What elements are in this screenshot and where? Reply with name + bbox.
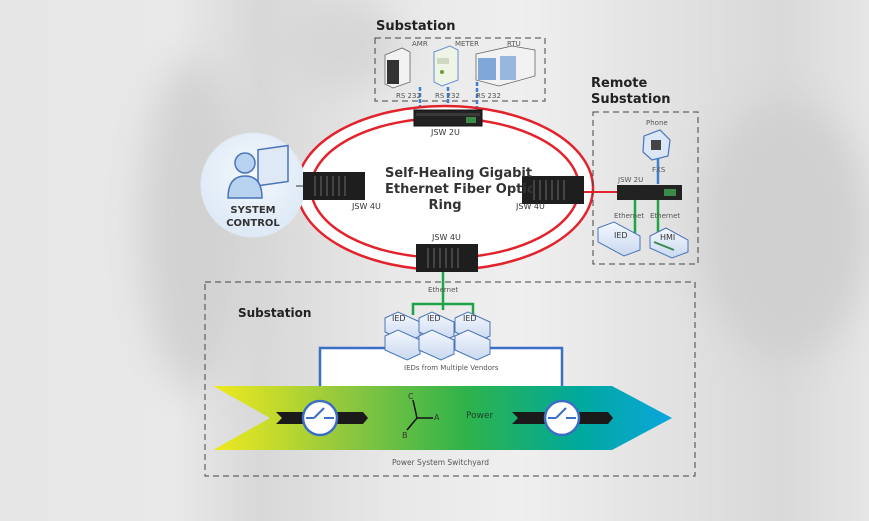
rs232-label: RS 232 [396, 92, 421, 100]
meter-icon [433, 45, 459, 87]
power-label: Power [466, 411, 494, 421]
amr-label: AMR [412, 40, 428, 48]
hmi-icon [649, 227, 689, 259]
ied-stack [384, 311, 491, 361]
switch-bottom-label: JSW 4U [432, 233, 461, 242]
phase-c-label: C [408, 392, 414, 401]
hmi-label: HMI [660, 233, 676, 242]
remote-substation-title: Remote Substation [591, 76, 671, 107]
fxs-label: FXS [652, 166, 666, 174]
rtu-icon [475, 45, 536, 87]
bottom-substation-title: Substation [238, 306, 312, 320]
switchyard-caption: Power System Switchyard [392, 458, 489, 467]
ied-label: IED [392, 314, 406, 323]
phase-a-label: A [434, 413, 440, 422]
switch-left [303, 172, 365, 200]
ieds-caption: IEDs from Multiple Vendors [404, 364, 499, 372]
ied-label: IED [463, 314, 477, 323]
phone-icon [642, 129, 671, 161]
switch-top-label: JSW 2U [431, 128, 460, 137]
switch-right [522, 176, 584, 204]
switch-right-label: JSW 4U [516, 202, 545, 211]
switch-remote [617, 185, 682, 200]
ethernet-label: Ethernet [614, 212, 645, 220]
top-substation-boundary [374, 37, 546, 102]
rtu-label: RTU [507, 40, 521, 48]
three-phase-icon [406, 399, 433, 431]
breaker-icon [301, 399, 339, 437]
background-shade [280, 0, 400, 90]
remote-ied-label: IED [614, 231, 628, 240]
system-control-label[interactable]: SYSTEM CONTROL [226, 205, 280, 229]
breaker-icon [543, 399, 581, 437]
ring-title: Self-Healing Gigabit Ethernet Fiber Opti… [385, 166, 535, 213]
ethernet-branch [411, 302, 475, 315]
ethernet-label: Ethernet [428, 286, 459, 294]
remote-switch-label: JSW 2U [618, 176, 644, 184]
rs232-label: RS 232 [476, 92, 501, 100]
switch-left-label: JSW 4U [352, 202, 381, 211]
meter-label: METER [455, 40, 480, 48]
rs232-label: RS 232 [435, 92, 460, 100]
top-substation-title: Substation [376, 19, 456, 34]
ied-label: IED [427, 314, 441, 323]
phone-label: Phone [646, 119, 668, 127]
amr-icon [384, 47, 411, 89]
switch-top [413, 109, 483, 127]
remote-ied-icon [597, 221, 641, 257]
remote-substation-boundary [592, 111, 699, 265]
ied-unit [418, 329, 455, 361]
phase-b-label: B [402, 431, 408, 440]
background-shade [700, 100, 869, 360]
ied-unit [454, 329, 491, 361]
ethernet-label: Ethernet [650, 212, 681, 220]
bottom-substation-boundary [204, 281, 696, 477]
ied-unit [384, 329, 421, 361]
user-workstation-icon [227, 144, 289, 199]
switch-bottom [416, 244, 478, 272]
